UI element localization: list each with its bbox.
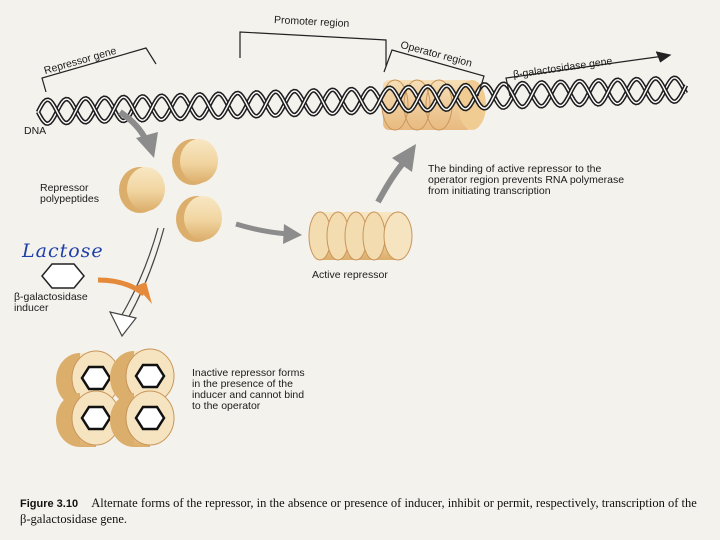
bound-inducer-hexagon-icon: [134, 363, 166, 389]
inducer-arrow: [97, 277, 152, 304]
bound-inducer-hexagon-icon: [80, 405, 112, 431]
arrow-dna-to-polypeptides: [118, 109, 158, 158]
figure-caption: Figure 3.10 Alternate forms of the repre…: [20, 496, 710, 527]
caption-text: Alternate forms of the repressor, in the…: [20, 496, 697, 526]
arrow-to-operator: [375, 144, 416, 204]
repressor-polypeptide: [119, 167, 165, 213]
inducer-hexagon-icon: [41, 263, 85, 289]
beta-gal-gene-arrow: [505, 51, 672, 97]
active-repressor: [308, 211, 413, 261]
active-repressor-label: Active repressor: [312, 269, 388, 281]
dna-strand-highlight: [37, 77, 687, 124]
repressor-polypeptides-label: Repressor polypeptides: [40, 182, 99, 205]
bound-inducer-hexagon-icon: [134, 405, 166, 431]
repressor-gene-bracket: [41, 47, 157, 93]
lactose-handwritten: Lactose: [22, 240, 104, 262]
dna-double-helix: [35, 75, 689, 126]
operator-bracket: [383, 49, 485, 97]
dna-label: DNA: [24, 125, 47, 137]
promoter-bracket: [239, 31, 387, 66]
binding-note: The binding of active repressor to the o…: [428, 163, 625, 197]
arrow-to-active-repressor: [235, 221, 302, 244]
inactive-repressor-note: Inactive repressor forms in the presence…: [192, 367, 305, 412]
bound-inducer-hexagon-icon: [80, 365, 112, 391]
inactive-repressor-cluster: [56, 348, 175, 447]
repressor-polypeptide: [176, 196, 222, 242]
figure-label: Figure 3.10: [20, 498, 79, 510]
inducer-label: β-galactosidase inducer: [14, 291, 88, 314]
arrow-to-inactive-repressor: [108, 227, 165, 338]
repressor-polypeptide: [172, 139, 218, 185]
